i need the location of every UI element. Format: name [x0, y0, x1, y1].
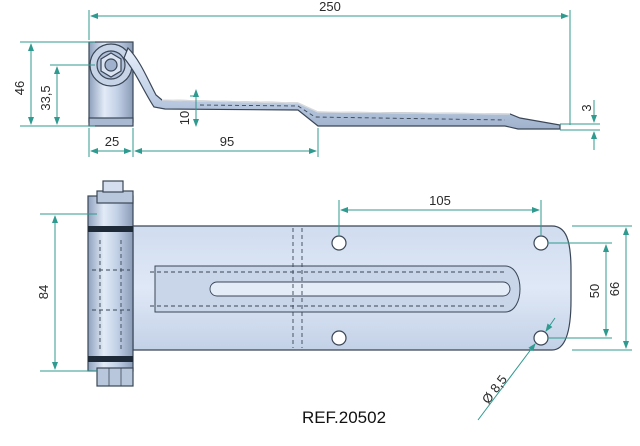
top-hole-top-right	[533, 235, 549, 251]
side-leaf	[123, 46, 561, 130]
dim-hole-diameter: Ø 8,5	[479, 372, 510, 406]
dim-pin-center-height: 33,5	[38, 85, 53, 110]
top-bolt-end	[102, 180, 124, 193]
dim-knuckle-width: 25	[105, 134, 119, 149]
dim-hole-vertical-spacing: 50	[587, 284, 602, 298]
top-hole-top-left	[331, 235, 347, 251]
side-view-dimensions: 250 46 33,5 10 3 25 95	[12, 0, 600, 157]
top-nut-lower	[96, 367, 134, 387]
reference-label: REF.20502	[302, 408, 386, 427]
dim-line-hole-diameter	[477, 343, 536, 421]
dim-knuckle-length: 84	[36, 285, 51, 299]
dim-drop-offset: 10	[177, 111, 192, 125]
top-nut-upper	[96, 190, 134, 204]
dim-hole-spacing: 105	[429, 193, 451, 208]
top-view	[87, 180, 572, 387]
top-knuckle	[87, 195, 134, 372]
dim-height: 46	[12, 81, 27, 95]
top-hole-bottom-left	[331, 330, 347, 346]
dim-overall-length: 250	[319, 0, 341, 14]
dim-first-bend-length: 95	[220, 134, 234, 149]
dim-plate-width: 66	[607, 282, 622, 296]
side-view	[88, 41, 561, 130]
top-hole-bottom-right	[533, 330, 549, 346]
dim-tip-thickness: 3	[579, 104, 594, 111]
